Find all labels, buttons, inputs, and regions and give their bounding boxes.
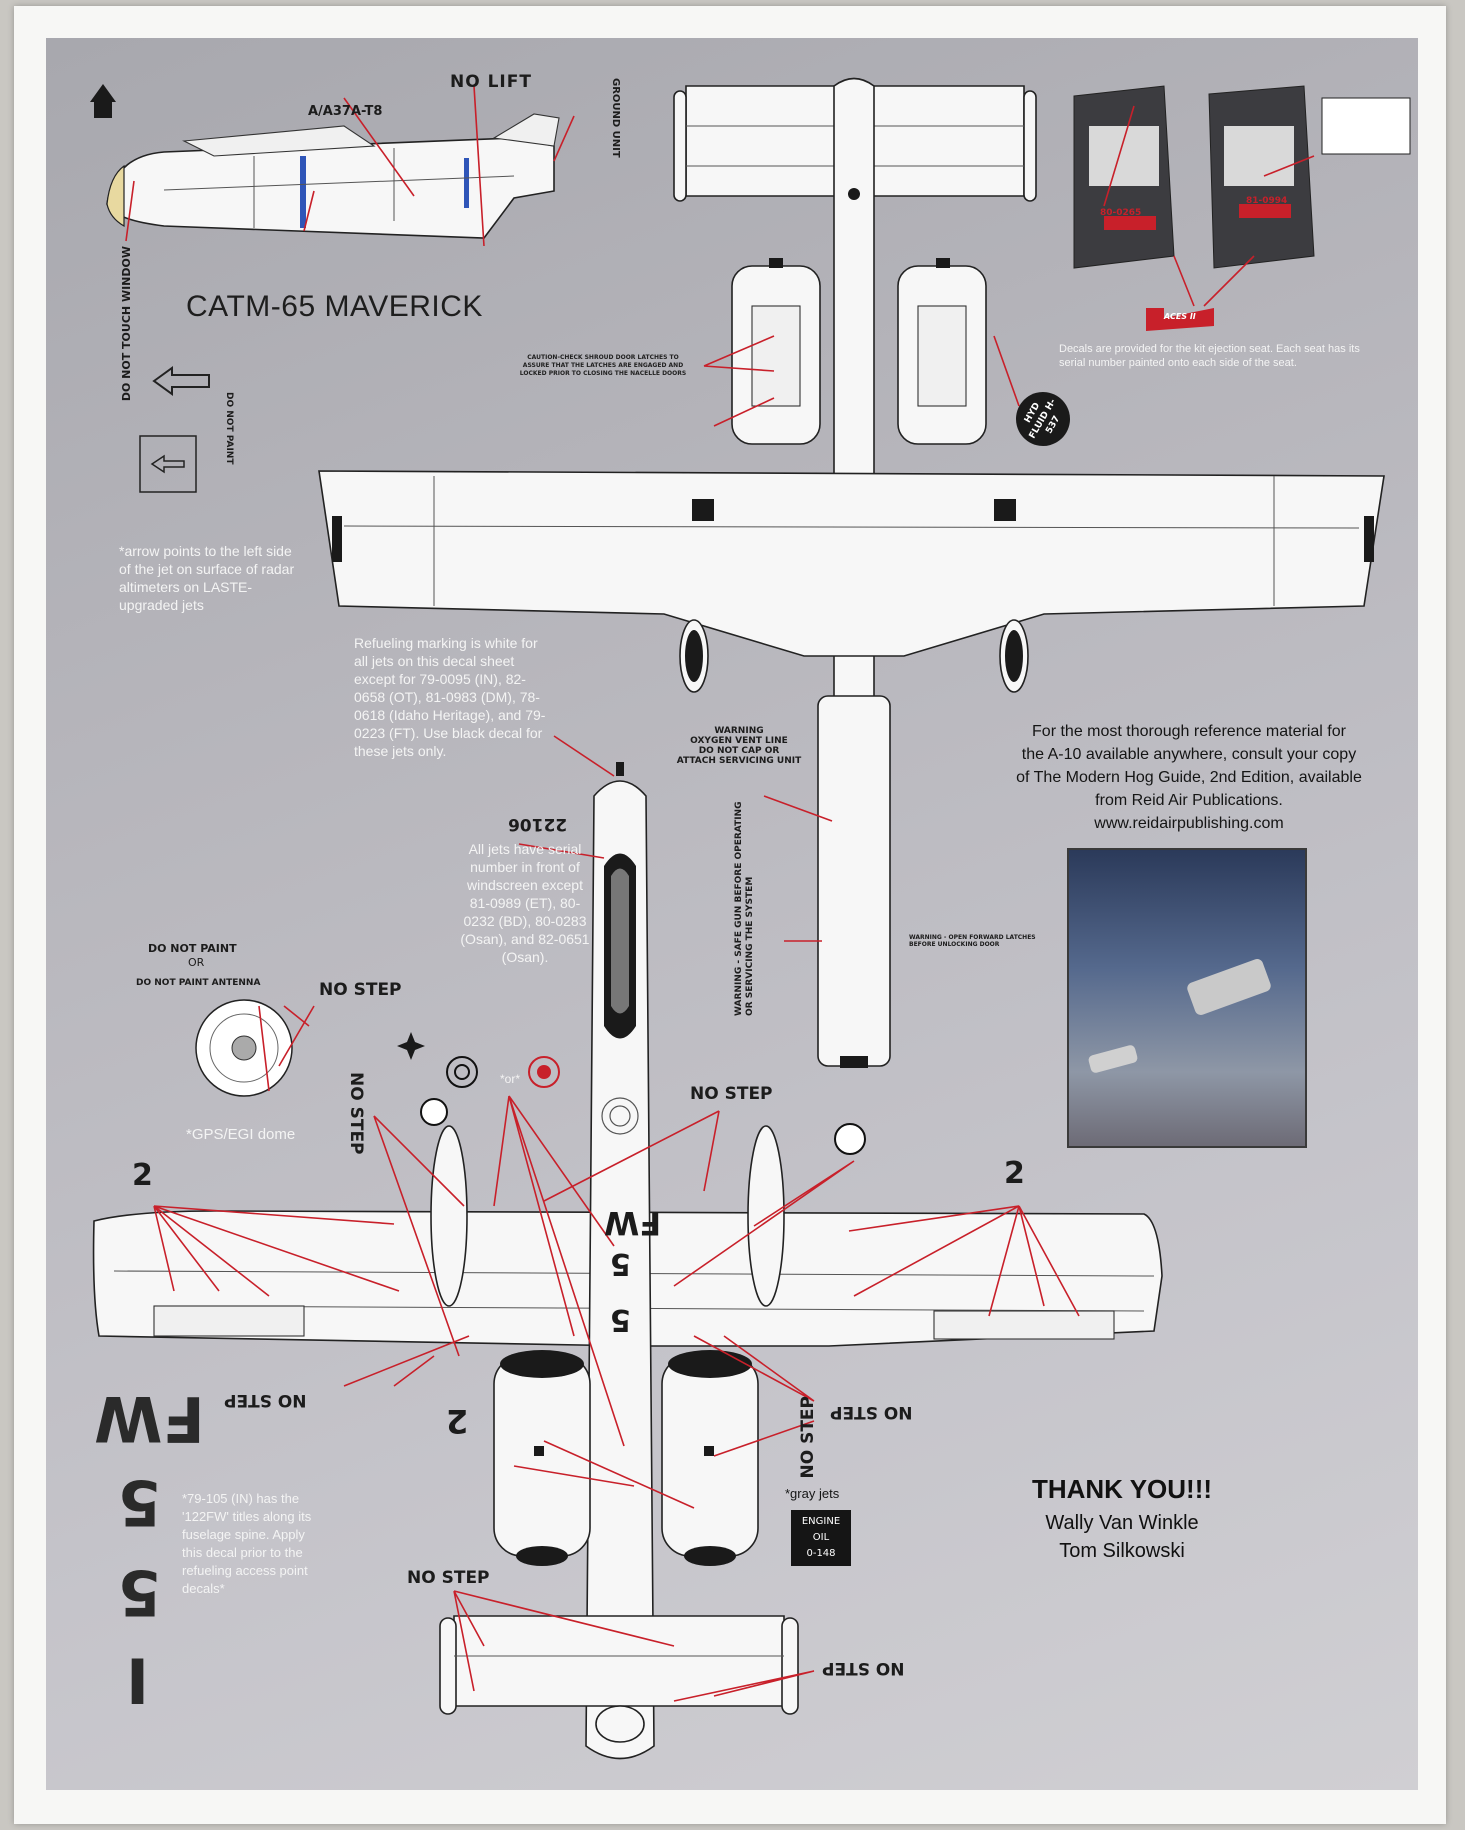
gps-or: OR [188,956,205,969]
engine-oil-line-3: 0-148 [806,1548,836,1559]
radar-do-not-paint-label: DO NOT PAINT [224,392,234,465]
oxygen-warning-line-1: WARNING [714,726,764,736]
decal-sheet: .air { fill: #f7f7f7; stroke: #222; stro… [14,6,1446,1824]
do-not-touch-window-label: DO NOT TOUCH WINDOW [120,246,133,402]
or-label: *or* [500,1072,521,1086]
maverick-designation: A/A37A-T8 [308,104,383,119]
no-lift-label: NO LIFT [450,72,532,92]
fuselage-5-upper: 5 [610,1246,631,1281]
top-view-aircraft [318,77,1385,1068]
reference-url[interactable]: www.reidairpublishing.com [1094,815,1284,832]
credit-name-2: Tom Silkowski [1059,1540,1185,1562]
gps-no-step: NO STEP [319,980,402,1000]
gps-do-not-paint: DO NOT PAINT [148,942,237,955]
no-step-upside-down-tail: NO STEP [822,1658,905,1678]
seat-serial-left: 80-0265 [1100,208,1142,218]
spare-5-upper: 5 [118,1466,162,1539]
gun-warning-label: WARNING - SAFE GUN BEFORE OPERATING OR S… [734,801,755,1016]
spare-5-lower: 5 [118,1556,162,1629]
maverick-missile [90,84,575,247]
spare-fw-title: FW [94,1382,205,1455]
no-step-vertical-right: NO STEP [798,1396,818,1479]
a10-photo-jet-small [1087,1044,1139,1074]
nacelle-caution-label: CAUTION-CHECK SHROUD DOOR LATCHES TO ASS… [519,354,687,377]
ground-unit-label: GROUND UNIT [610,78,621,158]
modern-hog-guide-book-cover [1067,848,1307,1148]
oxygen-warning-line-3: DO NOT CAP OR [698,746,780,756]
latch-warning-label: WARNING - OPEN FORWARD LATCHES BEFORE UN… [909,934,1036,948]
reference-line-3: of The Modern Hog Guide, 2nd Edition, av… [1016,769,1362,786]
a10-photo-jet [1185,957,1273,1017]
reference-line-4: from Reid Air Publications. [1095,792,1283,809]
serial-note: All jets have serial number in front of … [460,841,590,965]
oxygen-warning-line-4: ATTACH SERVICING UNIT [676,756,802,766]
no-step-upside-down-right: NO STEP [830,1402,913,1422]
engine-oil-line-1: ENGINE [801,1516,841,1527]
fw-note: *79-105 (IN) has the '122FW' titles alon… [182,1491,312,1596]
no-step-vertical-left: NO STEP [346,1072,366,1155]
credit-name-1: Wally Van Winkle [1045,1512,1199,1534]
bottom-view-aircraft [92,735,1163,1760]
seat-note: Decals are provided for the kit ejection… [1059,343,1360,369]
no-step-tail: NO STEP [407,1568,490,1588]
wing-number-right: 2 [1004,1156,1025,1191]
thank-you-title: THANK YOU!!! [1031,1474,1213,1504]
aircraft-line-art: .air { fill: #f7f7f7; stroke: #222; stro… [90,77,1411,1760]
fuselage-fw: FW [604,1204,662,1242]
seat-serial-right: 81-0994 [1246,196,1288,206]
aces-ii-badge: ACES II [1164,312,1196,321]
reference-line-2: the A-10 available anywhere, consult you… [1021,746,1357,763]
oxygen-warning-line-2: OXYGEN VENT LINE [690,736,788,746]
engine-oil-decal: ENGINE OIL 0-148 [791,1510,851,1566]
no-step-top: NO STEP [690,1084,773,1104]
serial-decal: 22106 [508,814,568,834]
maverick-title: CATM-65 MAVERICK [186,290,483,323]
oxygen-warning: WARNING OXYGEN VENT LINE DO NOT CAP OR A… [664,726,814,766]
reference-line-1: For the most thorough reference material… [1032,723,1346,740]
no-step-upside-down-left: NO STEP [224,1390,307,1410]
gps-do-not-paint-antenna: DO NOT PAINT ANTENNA [136,978,261,988]
reference-text: For the most thorough reference material… [964,720,1414,835]
engine-oil-line-2: OIL [812,1532,830,1543]
gps-dome-note: *GPS/EGI dome [186,1126,296,1143]
spare-1: I [126,1646,150,1719]
refueling-note: Refueling marking is white for all jets … [354,635,546,759]
ejection-seat-photos [1073,85,1411,331]
radar-arrow-note: *arrow points to the left side of the je… [119,543,295,613]
fuselage-5-lower: 5 [610,1302,631,1337]
radar-arrow-decals [139,366,210,493]
gray-jets-note: *gray jets [785,1486,840,1501]
wing-number-left: 2 [132,1158,153,1193]
nacelle-number-2: 2 [446,1402,469,1440]
